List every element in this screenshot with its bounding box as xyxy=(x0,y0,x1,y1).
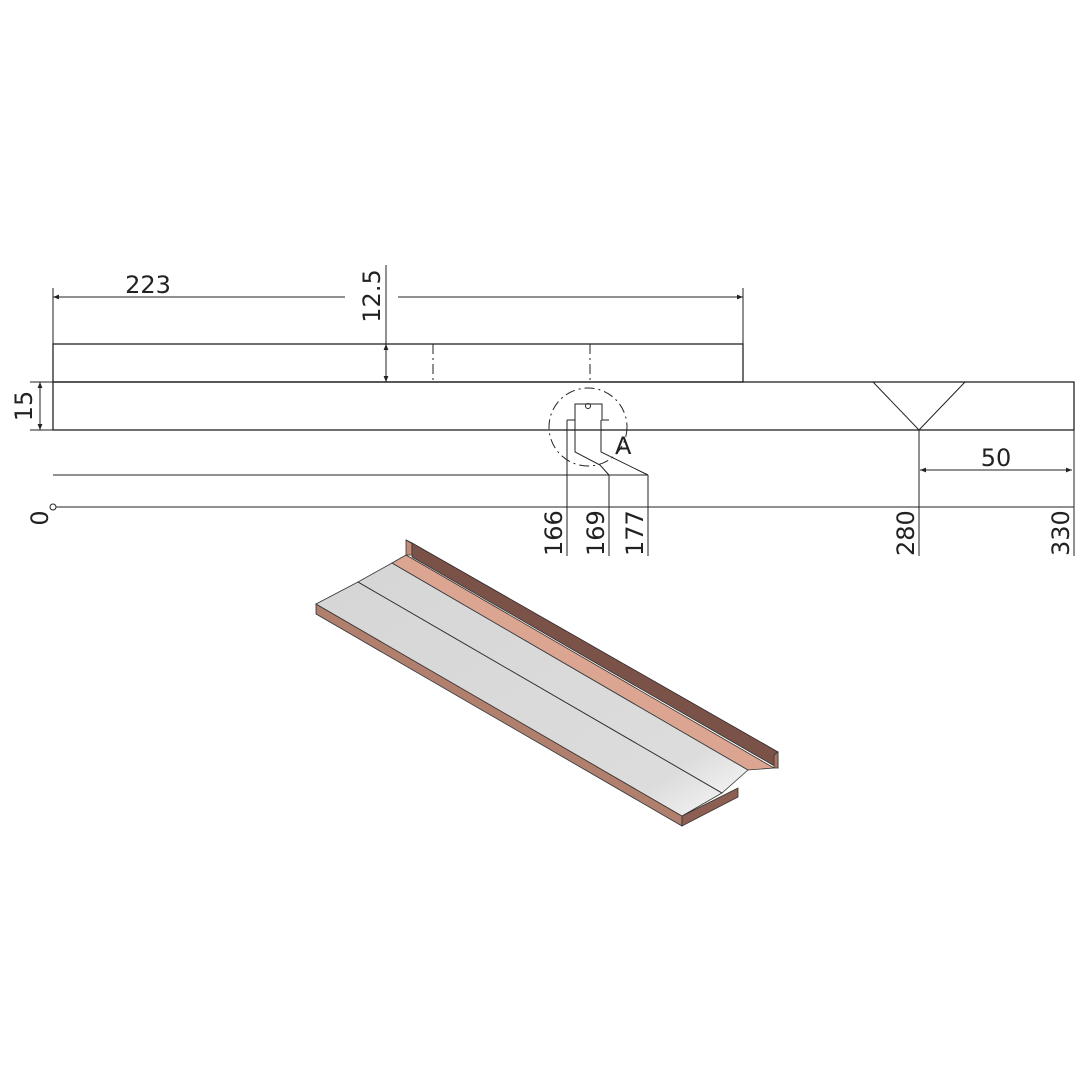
isometric-view xyxy=(315,539,779,827)
dim-label-12-5: 12.5 xyxy=(358,269,386,322)
detail-label: A xyxy=(615,432,632,460)
ordinate-dimensions: 50 0 166 169 177 280 330 xyxy=(26,420,1075,556)
ordinate-label: 330 xyxy=(1047,510,1075,556)
ordinate-label: 177 xyxy=(621,510,649,556)
ordinate-label: 280 xyxy=(892,510,920,556)
upper-strip xyxy=(52,343,744,383)
dimension-15: 15 xyxy=(10,381,53,431)
base-plate xyxy=(52,381,1075,431)
origin-label: 0 xyxy=(26,510,54,525)
dim-label-223: 223 xyxy=(125,271,171,299)
dim-label-50: 50 xyxy=(981,444,1012,472)
ordinate-label: 166 xyxy=(540,510,568,556)
dim-label-15: 15 xyxy=(10,391,38,422)
ordinate-label: 169 xyxy=(582,510,610,556)
detail-a: A xyxy=(548,387,649,476)
front-view xyxy=(52,343,1075,431)
dimension-12-5: 12.5 xyxy=(358,265,389,382)
v-notch xyxy=(872,381,966,431)
dimension-223: 223 xyxy=(52,271,744,344)
detail-circle xyxy=(548,387,628,467)
